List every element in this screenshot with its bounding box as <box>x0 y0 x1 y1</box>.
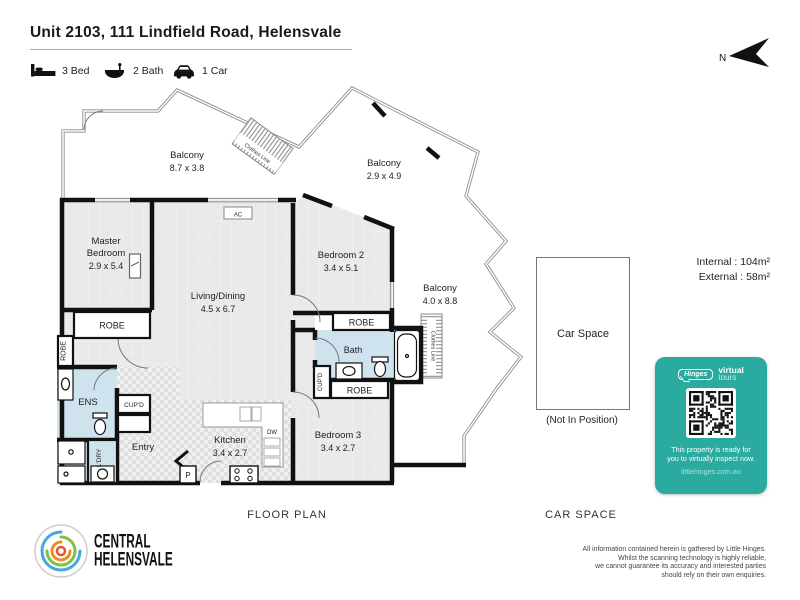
clothes-line-right-label: Clothes Line <box>430 331 436 362</box>
entry-label: Entry <box>132 442 154 453</box>
feature-beds: 3 Bed <box>31 63 89 78</box>
bedroom2-robe-label: ROBE <box>349 318 375 328</box>
fixtures <box>57 253 421 484</box>
external-area: External : 58m² <box>698 271 770 283</box>
living-dims: 4.5 x 6.7 <box>201 304 236 314</box>
bedroom3-dims: 3.4 x 2.7 <box>321 443 356 453</box>
disclaimer-line2: Whilst the scanning technology is highly… <box>618 554 766 562</box>
hall-cupd-label: CUP'D <box>318 372 324 391</box>
virtual-tours-wordmark: virtual tours <box>718 366 744 382</box>
qr-code <box>689 391 733 435</box>
floor-plan-section-label: FLOOR PLAN <box>247 509 327 521</box>
door-arcs <box>83 110 340 483</box>
bath-label: Bath <box>344 345 363 355</box>
north-arrow: N <box>719 38 769 67</box>
balcony3-name: Balcony <box>423 283 457 294</box>
badge-message-line1: This property is ready for <box>671 445 751 454</box>
floor-plan: Clothes Line Clothes Line <box>56 86 524 486</box>
badge-brand-row: Hinges virtual tours <box>678 366 744 382</box>
bath-toilet <box>373 360 387 378</box>
kitchen-fittings <box>179 402 284 484</box>
disclaimer: All information contained herein is gath… <box>460 546 766 580</box>
north-arrow-glyph <box>729 38 769 67</box>
feature-cars-label: 1 Car <box>202 65 228 77</box>
badge-message-line2: you to virtually inspect now. <box>667 454 755 463</box>
badge-message: This property is ready for you to virtua… <box>667 445 755 463</box>
feature-baths: 2 Bath <box>104 63 163 79</box>
balcony1-name: Balcony <box>170 150 204 161</box>
agency-name-line2: HELENSVALE <box>94 548 173 569</box>
ac-label: AC <box>234 213 243 219</box>
master-window <box>128 253 142 279</box>
car-space-section-label: CAR SPACE <box>545 509 617 521</box>
feature-cars: 1 Car <box>172 63 228 79</box>
virtual-tour-badge: Hinges virtual tours This property is re… <box>655 357 767 494</box>
internal-area: Internal : 104m² <box>696 256 770 268</box>
master-robe-label: ROBE <box>99 321 125 331</box>
north-label: N <box>719 53 726 64</box>
car-space-box: Car Space <box>536 257 630 410</box>
balcony2-name: Balcony <box>367 158 401 169</box>
laundry-tub <box>57 465 86 484</box>
agency-logo: CENTRAL HELENSVALE <box>34 524 200 578</box>
car-space-label: Car Space <box>557 327 609 340</box>
living-name: Living/Dining <box>191 291 245 302</box>
agency-name-line1: CENTRAL <box>94 531 151 552</box>
ac-unit: AC <box>223 206 253 220</box>
master-name1: Master <box>91 236 120 247</box>
hall-robe-label: ROBE <box>61 341 68 361</box>
kitchen-dims: 3.4 x 2.7 <box>213 448 248 458</box>
clothes-line-right: Clothes Line <box>420 313 443 379</box>
tours-word: tours <box>718 373 737 382</box>
master-dims: 2.9 x 5.4 <box>89 261 124 271</box>
railing-piers <box>371 101 441 160</box>
virtual-word: virtual <box>718 365 744 375</box>
entry-cupd-label: CUP'D <box>124 402 144 409</box>
pantry-label: P <box>185 471 190 480</box>
laundry-label: L'DRY <box>96 448 103 467</box>
pantry <box>179 465 197 484</box>
bedroom2-name: Bedroom 2 <box>318 250 364 261</box>
hinges-logo: Hinges <box>678 368 714 380</box>
bed-icon <box>31 64 56 77</box>
agency-name: CENTRAL HELENSVALE <box>94 531 173 569</box>
area-summary: Internal : 104m² External : 58m² <box>650 255 770 285</box>
bedroom3-name: Bedroom 3 <box>315 430 361 441</box>
windows <box>95 197 395 308</box>
bedroom2-dims: 3.4 x 5.1 <box>324 263 359 273</box>
balcony-boundary <box>61 86 524 466</box>
kitchen-name: Kitchen <box>214 435 246 446</box>
car-icon <box>174 65 194 79</box>
bedroom3-robe-label: ROBE <box>347 386 373 396</box>
feature-baths-label: 2 Bath <box>133 65 164 77</box>
balcony1-dims: 8.7 x 3.8 <box>170 163 205 173</box>
badge-url: littlehinges.com.au <box>681 467 741 476</box>
disclaimer-line1: All information contained herein is gath… <box>582 546 766 553</box>
car-space-note: (Not In Position) <box>546 415 618 426</box>
room-labels: Balcony 8.7 x 3.8 Balcony 2.9 x 4.9 Balc… <box>61 150 458 480</box>
clothes-line-top: Clothes Line <box>231 117 294 176</box>
feature-beds-label: 3 Bed <box>62 64 90 77</box>
disclaimer-line3: we cannot guarantee its accuracy and int… <box>595 563 766 571</box>
balcony3-dims: 4.0 x 8.8 <box>423 296 458 306</box>
agency-logo-mark <box>34 524 88 578</box>
dishwasher-label: DW <box>267 430 277 436</box>
qr-frame <box>686 388 736 438</box>
ens-toilet <box>93 418 107 436</box>
disclaimer-line4: should rely on their own enquiries. <box>661 571 766 579</box>
title-divider <box>30 49 352 50</box>
stove <box>229 465 259 484</box>
ens-toilet-tank <box>92 412 108 419</box>
page-title: Unit 2103, 111 Lindfield Road, Helensval… <box>30 24 342 41</box>
bath-icon <box>105 63 124 78</box>
ens-label: ENS <box>78 397 98 408</box>
balcony2-dims: 2.9 x 4.9 <box>367 171 402 181</box>
master-name2: Bedroom <box>87 248 126 259</box>
